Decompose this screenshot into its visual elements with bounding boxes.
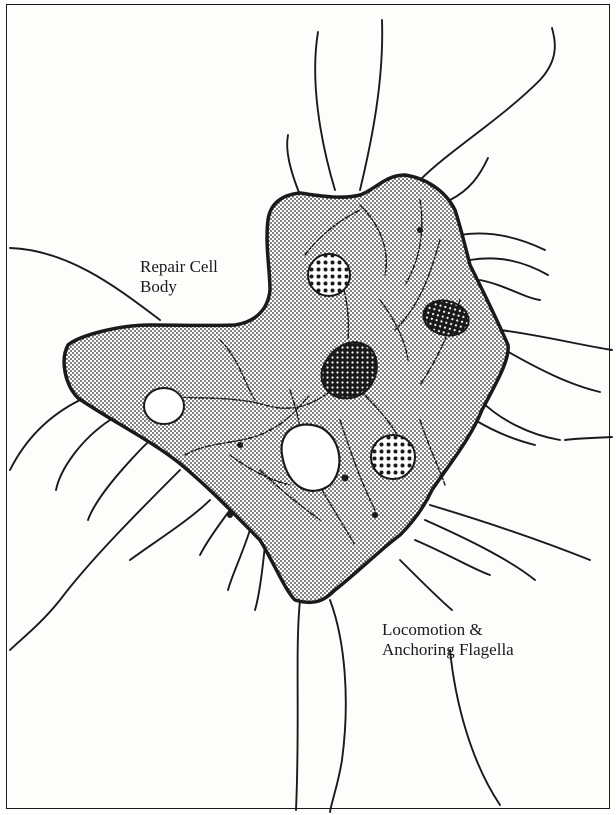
flagellum [287,135,300,195]
flagellum [450,158,488,200]
flagellum [480,400,560,440]
granule [371,435,415,479]
flagellum [10,248,160,320]
flagellum [470,258,548,275]
flagella-label-line1: Locomotion & [382,620,483,639]
flagellum [10,470,180,650]
cell-membrane [64,175,508,602]
flagellum [330,600,346,812]
flagellum [400,560,452,610]
flagellum [200,510,230,555]
flagellum [56,420,110,490]
flagella-label-line2: Anchoring Flagella [382,640,514,659]
vacuole [144,388,184,424]
flagellum [565,437,612,440]
flagellum [228,530,250,590]
flagellum [315,32,335,190]
flagellum [460,233,545,250]
flagellum [475,420,535,445]
flagellum [500,330,612,350]
flagella-label: Locomotion &Anchoring Flagella [382,620,514,660]
flagellum [450,650,500,805]
flagellum [505,350,600,392]
cell-body-label-line1: Repair Cell [140,257,218,276]
flagellum [360,20,382,190]
flagellum [296,600,300,810]
flagellum [88,440,150,520]
flagellum [255,545,265,610]
flagellum [480,280,540,300]
cell-body-label-line2: Body [140,277,177,296]
granule [308,254,350,296]
flagellum [420,28,555,180]
